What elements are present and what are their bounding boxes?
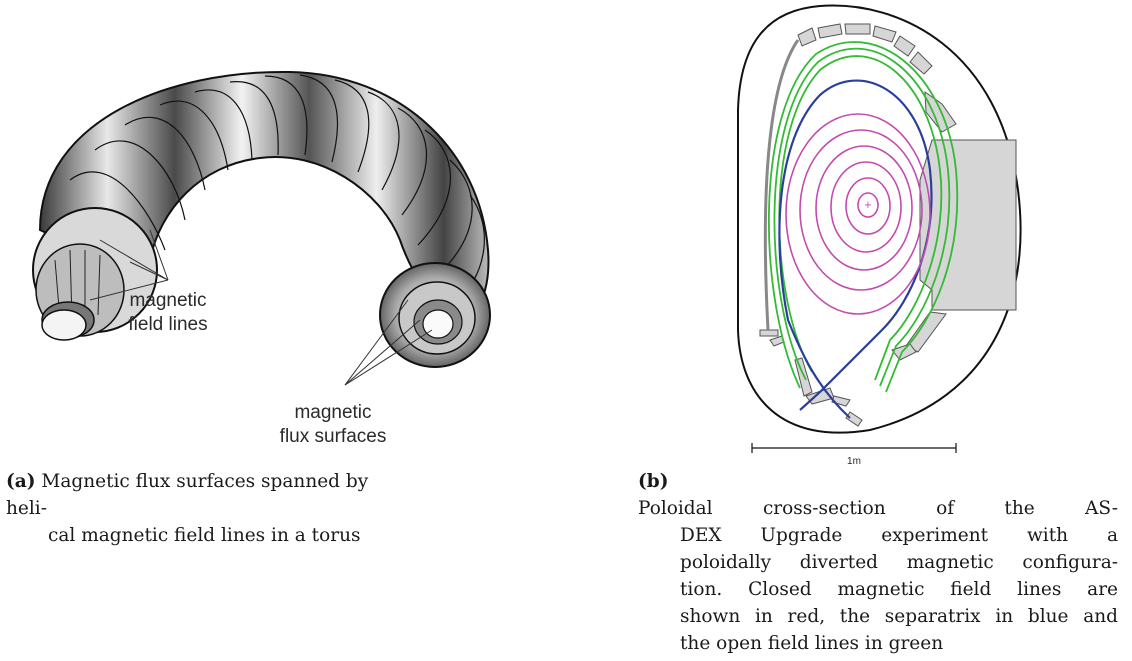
helical-field-lines <box>69 74 485 306</box>
torus-figure: magnetic field lines magnetic flux surfa… <box>32 70 491 447</box>
closed-field-lines <box>785 113 931 315</box>
flux-surfaces-label-2: flux surfaces <box>280 426 387 447</box>
caption-a-line2: cal magnetic field lines in a torus <box>48 525 361 546</box>
caption-b-line-3: tion. Closed magnetic field lines are <box>680 579 1118 600</box>
caption-b: (b) Poloidal cross-section of the AS- DE… <box>638 468 1118 657</box>
caption-b-line-0: Poloidal cross-section of the AS- <box>638 498 1118 519</box>
asdex-cross-section: + 1m <box>737 4 1022 467</box>
separatrix <box>778 79 933 419</box>
vessel-outline <box>737 4 1022 434</box>
right-cross-section <box>379 262 491 368</box>
scale-bar-label: 1m <box>847 456 861 467</box>
caption-b-line-2: poloidally diverted magnetic configura- <box>680 552 1118 573</box>
caption-a-line1: Magnetic flux surfaces spanned by heli- <box>6 471 369 519</box>
caption-b-line-4: shown in red, the separatrix in blue and <box>680 606 1118 627</box>
caption-b-tag: (b) <box>638 471 669 492</box>
left-cross-section <box>32 207 158 341</box>
leader-lines <box>89 229 433 386</box>
field-lines-label-1: magnetic <box>129 290 206 311</box>
magnetic-axis-marker: + <box>864 200 872 211</box>
first-wall <box>763 39 800 331</box>
caption-b-line-1: DEX Upgrade experiment with a <box>680 525 1118 546</box>
flux-surfaces-label-1: magnetic <box>294 402 371 423</box>
caption-a: (a) Magnetic flux surfaces spanned by he… <box>6 468 406 549</box>
scale-bar <box>751 443 957 453</box>
caption-b-line-5: the open field lines in green <box>680 633 944 654</box>
field-lines-label-2: field lines <box>128 314 207 335</box>
caption-a-tag: (a) <box>6 471 36 492</box>
